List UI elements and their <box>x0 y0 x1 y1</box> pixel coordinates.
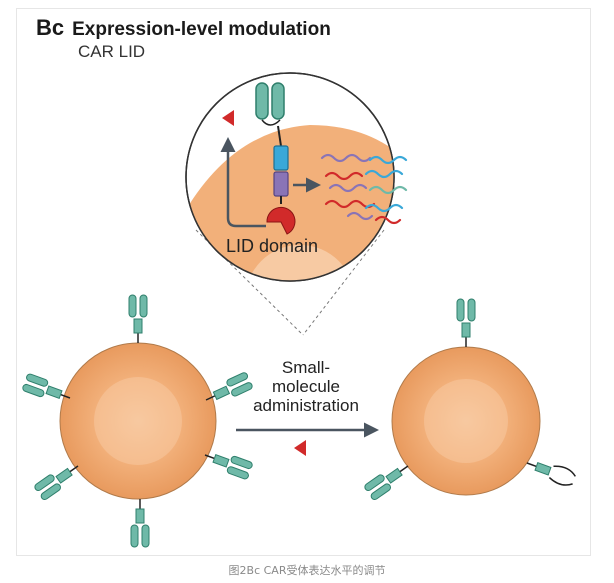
panel-code: Bc <box>36 15 65 40</box>
car-receptor <box>128 294 148 343</box>
costim-domain-blue <box>273 145 289 171</box>
small-molecule-icon <box>294 440 306 456</box>
panel-title: Bc Expression-level modulation <box>36 15 331 41</box>
small-molecule-label-line-1: Small- <box>281 358 331 377</box>
small-molecule-label-line-3: administration <box>253 396 359 415</box>
zoom-inset <box>185 72 395 282</box>
car-receptor <box>130 499 150 548</box>
panel-subtitle: CAR LID <box>78 42 146 61</box>
small-molecule-label: Small- molecule administration <box>226 358 386 415</box>
car-receptor <box>205 372 253 401</box>
degradation-arrow <box>220 137 266 228</box>
car-receptor <box>204 454 253 480</box>
car-receptor <box>456 298 476 347</box>
lid-domain-label: LID domain <box>226 236 319 256</box>
zoomed-car-receptor <box>255 82 296 235</box>
figure-caption: 图2Bc CAR受体表达水平的调节 <box>228 564 386 577</box>
small-molecule-icon <box>222 110 234 126</box>
panel-title-text: Expression-level modulation <box>72 19 331 40</box>
t-cell-after <box>391 346 541 496</box>
small-molecule-label-line-2: molecule <box>271 377 341 396</box>
receptors-before <box>22 294 253 548</box>
car-receptor <box>22 373 71 399</box>
car-receptor <box>364 465 409 501</box>
t-cell-before <box>59 342 217 500</box>
car-receptor <box>34 465 79 501</box>
car-receptor-bent <box>526 462 576 486</box>
signal-domain-purple <box>273 171 289 197</box>
receptors-after <box>364 298 576 501</box>
mrna-strands <box>320 153 408 225</box>
lid-domain <box>266 206 296 235</box>
